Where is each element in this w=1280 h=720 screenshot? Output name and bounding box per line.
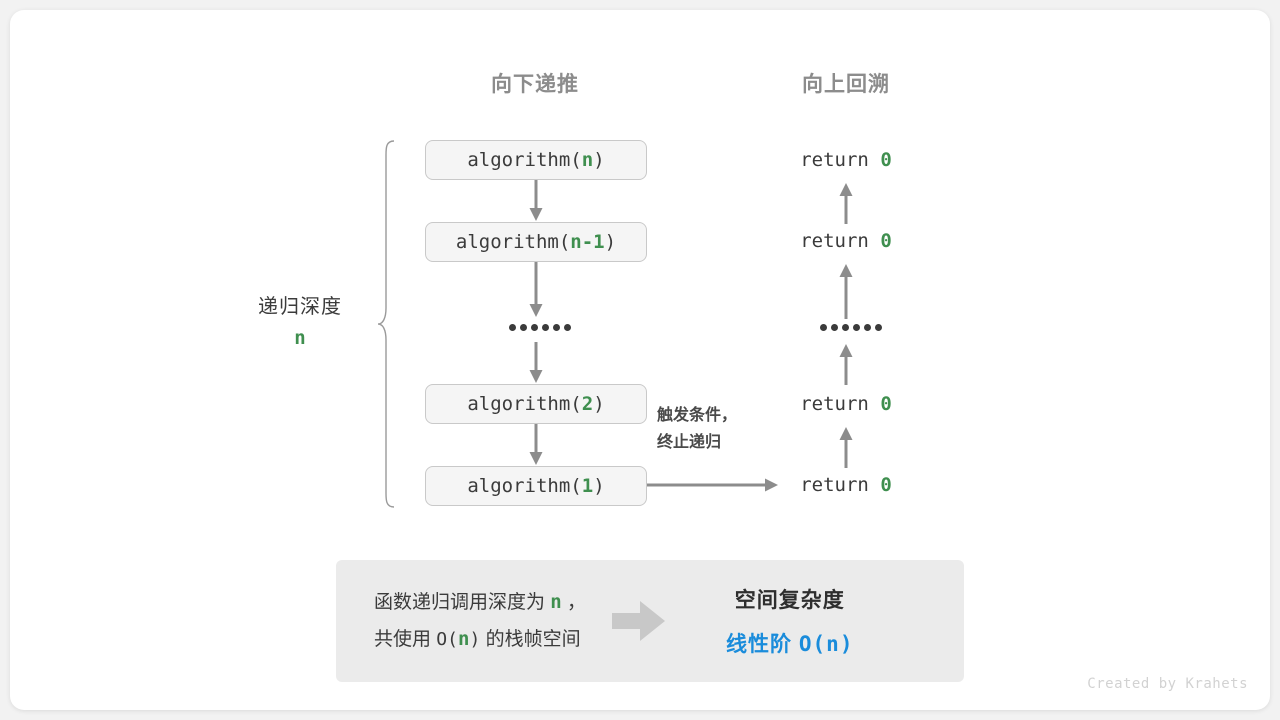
left-ellipsis-icon — [509, 324, 571, 331]
recursion-depth-text: 递归深度 — [258, 296, 342, 318]
call-prefix: algorithm( — [455, 231, 571, 253]
down-arrow-3-icon — [527, 342, 545, 384]
summary-line2-text: 共使用 — [374, 629, 432, 650]
call-suffix: ) — [593, 475, 605, 497]
up-arrow-4-icon — [837, 426, 855, 468]
summary-description: 函数递归调用深度为 n ， 共使用 O(n) 的栈帧空间 — [374, 584, 586, 658]
column-header-upward: 向上回溯 — [802, 73, 890, 96]
termination-note: 触发条件， 终止递归 — [657, 402, 737, 456]
up-arrow-3-icon — [837, 343, 855, 385]
summary-line-1: 函数递归调用深度为 n ， — [374, 584, 586, 621]
summary-conclusion-value: 线性阶 O(n) — [726, 628, 853, 658]
recursion-depth-value: n — [294, 327, 306, 349]
call-arg: n-1 — [570, 231, 605, 253]
summary-line2-tail: 的栈帧空间 — [485, 629, 581, 650]
right-ellipsis-icon — [820, 324, 882, 331]
summary-line1-text: 函数递归调用深度为 — [374, 592, 546, 613]
return-statement-1: return 0 — [746, 149, 946, 171]
summary-line-2: 共使用 O(n) 的栈帧空间 — [374, 621, 586, 658]
call-suffix: ) — [593, 149, 605, 171]
call-arg: 2 — [581, 393, 594, 415]
call-arg: 1 — [581, 475, 594, 497]
summary-complexity-name: 线性阶 — [726, 633, 793, 656]
watermark-credit: Created by Krahets — [1087, 676, 1248, 692]
summary-conclusion-title: 空间复杂度 — [734, 589, 845, 612]
summary-line1-comma: ， — [567, 592, 587, 613]
termination-note-line2: 终止递归 — [657, 434, 722, 451]
return-statement-3: return 0 — [746, 393, 946, 415]
return-keyword: return — [800, 393, 869, 415]
down-arrow-4-icon — [527, 424, 545, 466]
summary-conclusion: 空间复杂度 线性阶 O(n) — [726, 584, 853, 658]
summary-panel: 函数递归调用深度为 n ， 共使用 O(n) 的栈帧空间 空间复杂度 线性阶 O… — [336, 560, 964, 682]
summary-arrow-icon — [612, 599, 666, 643]
column-header-downward: 向下递推 — [491, 73, 579, 96]
summary-complexity-notation: O(n) — [798, 632, 854, 656]
return-value: 0 — [880, 149, 892, 171]
summary-line2-open: O( — [436, 629, 458, 650]
return-keyword: return — [800, 474, 869, 496]
summary-line2-var: n — [457, 628, 470, 650]
down-arrow-2-icon — [527, 262, 545, 318]
return-value: 0 — [880, 393, 892, 415]
return-value: 0 — [880, 230, 892, 252]
termination-note-line1: 触发条件， — [657, 407, 738, 424]
recursion-depth-label: 递归深度 n — [200, 290, 400, 349]
call-box-1[interactable]: algorithm(1) — [425, 466, 647, 506]
call-prefix: algorithm( — [467, 393, 582, 415]
return-keyword: return — [800, 230, 869, 252]
recursion-depth-brace — [376, 138, 398, 510]
return-value: 0 — [880, 474, 892, 496]
summary-line2-close: ) — [469, 629, 481, 650]
call-prefix: algorithm( — [467, 149, 582, 171]
diagram-card: 向下递推 向上回溯 递归深度 n algorithm(n) algorithm(… — [10, 10, 1270, 710]
return-statement-4: return 0 — [746, 474, 946, 496]
call-box-n-minus-1[interactable]: algorithm(n-1) — [425, 222, 647, 262]
call-box-n[interactable]: algorithm(n) — [425, 140, 647, 180]
down-arrow-1-icon — [527, 180, 545, 222]
up-arrow-2-icon — [837, 263, 855, 319]
summary-line1-var: n — [550, 591, 562, 613]
call-suffix: ) — [593, 393, 605, 415]
call-box-2[interactable]: algorithm(2) — [425, 384, 647, 424]
up-arrow-1-icon — [837, 182, 855, 224]
call-suffix: ) — [604, 231, 617, 253]
call-arg: n — [581, 149, 594, 171]
base-case-arrow-icon — [647, 476, 779, 494]
return-statement-2: return 0 — [746, 230, 946, 252]
return-keyword: return — [800, 149, 869, 171]
call-prefix: algorithm( — [467, 475, 582, 497]
